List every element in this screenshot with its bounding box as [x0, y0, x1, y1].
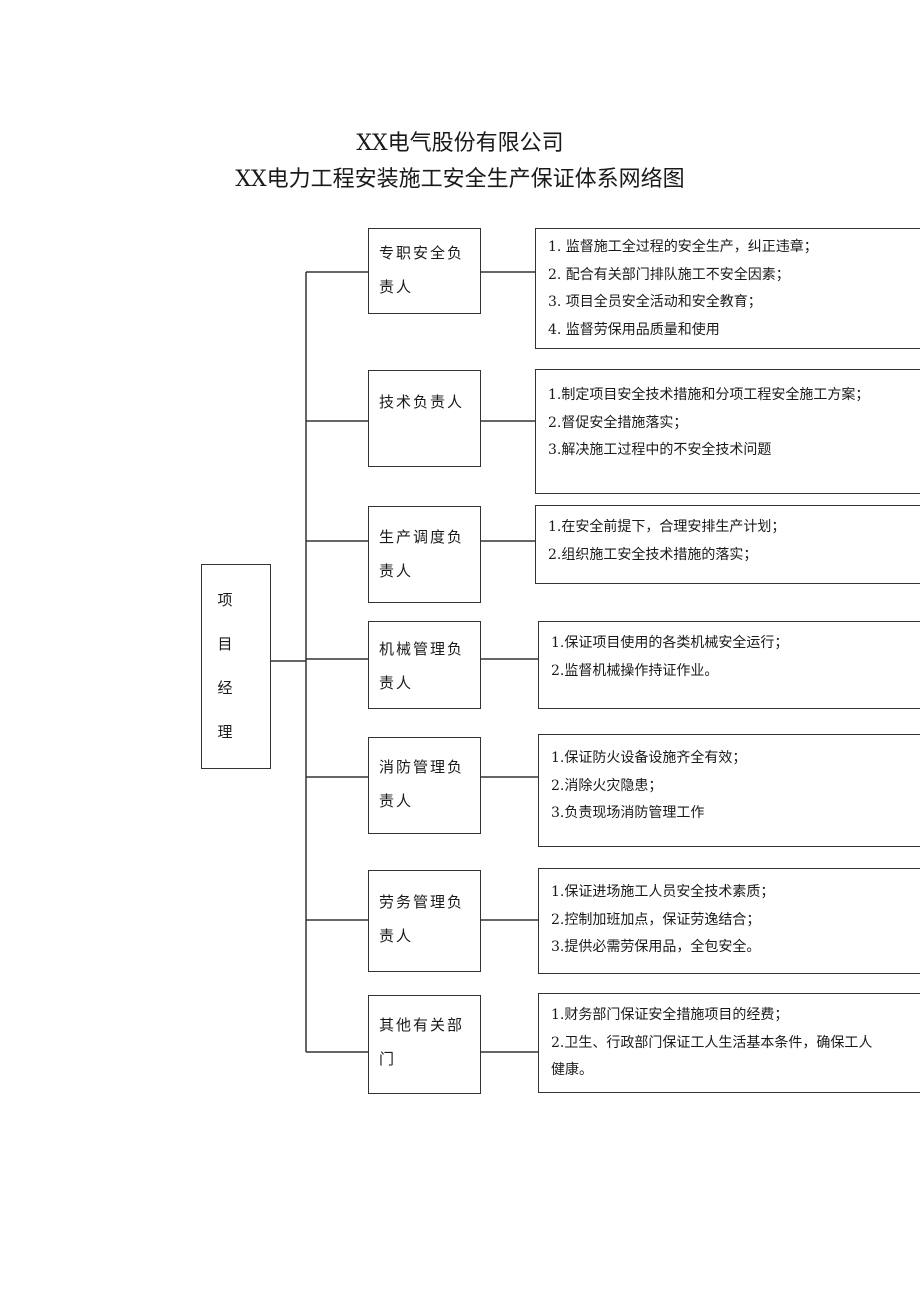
- duty-item: 2.督促安全措施落实；: [548, 414, 688, 431]
- role-label: 劳务管理负责人: [379, 893, 465, 945]
- role-label: 生产调度负责人: [379, 528, 465, 580]
- manager-char-1: 项: [217, 591, 233, 609]
- duty-item: 1.保证项目使用的各类机械安全运行；: [551, 635, 789, 651]
- role-box-machinery: 机械管理负责人: [368, 621, 481, 709]
- duty-box-machinery: 1.保证项目使用的各类机械安全运行； 2.监督机械操作持证作业。: [538, 621, 920, 709]
- role-label: 消防管理负责人: [379, 758, 465, 810]
- duty-item: 2. 配合有关部门排队施工不安全因素；: [548, 266, 790, 283]
- duty-box-technical: 1.制定项目安全技术措施和分项工程安全施工方案； 2.督促安全措施落实； 3.解…: [535, 369, 920, 494]
- duty-item: 2.消除火灾隐患；: [551, 777, 663, 794]
- duty-box-fire: 1.保证防火设备设施齐全有效； 2.消除火灾隐患； 3.负责现场消防管理工作: [538, 734, 920, 847]
- role-box-technical: 技术负责人: [368, 370, 481, 467]
- duty-item: 3.提供必需劳保用品，全包安全。: [551, 939, 761, 955]
- duty-box-production: 1.在安全前提下，合理安排生产计划； 2.组织施工安全技术措施的落实；: [535, 505, 920, 584]
- duty-item: 3.负责现场消防管理工作: [551, 805, 705, 821]
- duty-item: 2.卫生、行政部门保证工人生活基本条件，确保工人: [551, 1034, 873, 1051]
- role-box-fire: 消防管理负责人: [368, 737, 481, 834]
- duty-item: 1.在安全前提下，合理安排生产计划；: [548, 519, 786, 535]
- manager-char-3: 经: [217, 679, 233, 697]
- duty-item: 2.监督机械操作持证作业。: [551, 662, 719, 679]
- role-label: 技术负责人: [379, 393, 465, 411]
- duty-item: 3. 项目全员安全活动和安全教育；: [548, 294, 762, 310]
- role-box-labor: 劳务管理负责人: [368, 870, 481, 972]
- project-manager-box: 项 目 经 理: [201, 564, 271, 769]
- chart-title: XX电力工程安装施工安全生产保证体系网络图: [235, 167, 685, 192]
- duty-item: 1.保证防火设备设施齐全有效；: [551, 750, 747, 766]
- manager-char-4: 理: [217, 723, 233, 741]
- duty-item: 1.财务部门保证安全措施项目的经费；: [551, 1007, 789, 1023]
- role-label: 专职安全负责人: [379, 244, 465, 296]
- duty-item: 1.保证进场施工人员安全技术素质；: [551, 884, 775, 900]
- duty-item: 2.控制加班加点，保证劳逸结合；: [551, 911, 761, 928]
- duty-box-safety: 1. 监督施工全过程的安全生产，纠正违章； 2. 配合有关部门排队施工不安全因素…: [535, 228, 920, 349]
- role-box-production: 生产调度负责人: [368, 506, 481, 603]
- role-box-other: 其他有关部门: [368, 995, 481, 1094]
- duty-item: 1.制定项目安全技术措施和分项工程安全施工方案；: [548, 387, 870, 403]
- duty-item: 2.组织施工安全技术措施的落实；: [548, 546, 758, 563]
- duty-item: 1. 监督施工全过程的安全生产，纠正违章；: [548, 239, 818, 255]
- duty-item: 健康。: [551, 1062, 593, 1078]
- duty-item: 4. 监督劳保用品质量和使用: [548, 321, 720, 338]
- role-box-safety: 专职安全负责人: [368, 228, 481, 314]
- duty-box-labor: 1.保证进场施工人员安全技术素质； 2.控制加班加点，保证劳逸结合； 3.提供必…: [538, 868, 920, 974]
- duty-box-other: 1.财务部门保证安全措施项目的经费； 2.卫生、行政部门保证工人生活基本条件，确…: [538, 993, 920, 1093]
- manager-char-2: 目: [217, 635, 233, 653]
- company-title: XX电气股份有限公司: [356, 131, 564, 156]
- role-label: 机械管理负责人: [379, 640, 465, 692]
- duty-item: 3.解决施工过程中的不安全技术问题: [548, 442, 772, 458]
- role-label: 其他有关部门: [379, 1016, 465, 1068]
